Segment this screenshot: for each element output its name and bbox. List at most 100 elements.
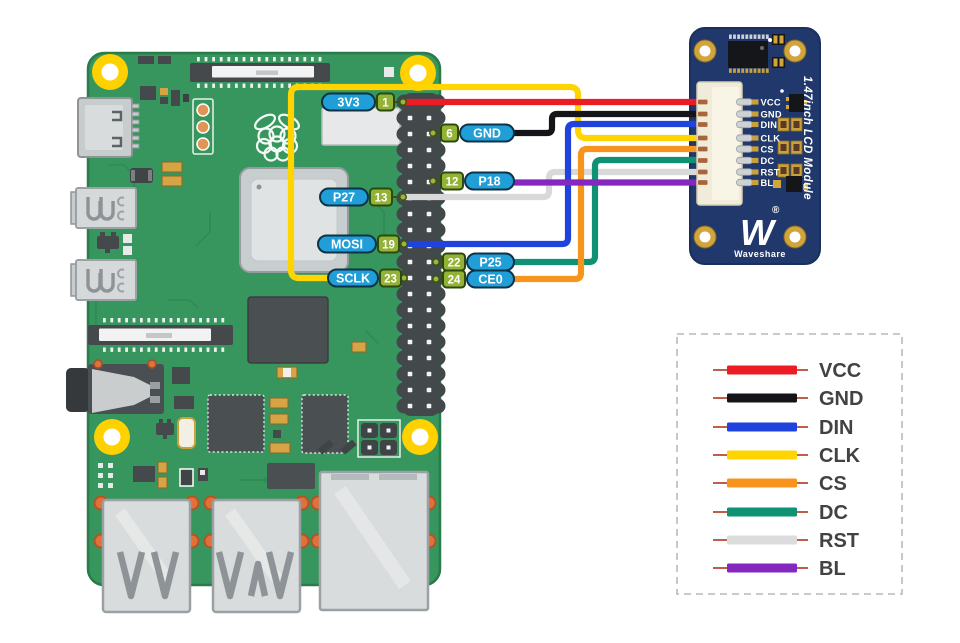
qfp-chip: [207, 394, 265, 453]
gpio-pin: [407, 259, 413, 265]
gpio-pin: [426, 291, 432, 297]
legend-swatch: [727, 535, 797, 545]
connector-pin: [273, 83, 276, 88]
transistor: [156, 419, 174, 439]
connector-pin: [177, 318, 180, 323]
gpio-label-mosi: MOSI 19: [317, 234, 408, 254]
gpio-pin: [407, 179, 413, 185]
connector-pin: [265, 83, 269, 88]
connector-pin: [191, 318, 195, 323]
crimp-pin: [698, 158, 708, 163]
gpio-pin: [407, 387, 413, 393]
gpio-pin: [407, 227, 413, 233]
resistor: [351, 341, 367, 353]
pi-mounting-holes: [92, 54, 438, 455]
smd-resistor-body: [793, 144, 800, 151]
crystal-oscillator: [177, 417, 196, 449]
legend-label: VCC: [819, 360, 861, 382]
lcd-pin-rod: [736, 98, 753, 106]
lcd-pin-rod: [736, 134, 753, 142]
silkscreen-dot: [780, 89, 784, 93]
gpio-labels: 3V3 1 P27 13 MOSI 19 SCLK 23: [317, 92, 515, 289]
connector-pin: [184, 347, 188, 352]
ic-chip: [174, 396, 194, 409]
gpio-pin: [426, 403, 432, 409]
smd-resistor-body: [780, 167, 787, 174]
connector-pin: [250, 83, 253, 88]
gpio-pin: [426, 147, 432, 153]
gpio-pin: [426, 339, 432, 345]
legend-label: DC: [819, 502, 848, 524]
lcd-module-title: 1.47inch LCD Module: [801, 76, 813, 200]
legend-label: RST: [819, 530, 859, 552]
connector-pin: [765, 68, 769, 73]
connector-pin: [749, 34, 753, 39]
usb-port-bottom-2: [211, 498, 302, 614]
smd-component: [158, 56, 171, 64]
gpio-pin: [426, 307, 432, 313]
connector-pin: [132, 347, 136, 352]
connector-pin: [295, 57, 299, 62]
lcd-pin-pad: [751, 111, 759, 117]
connector-pin: [117, 318, 121, 323]
svg-text:19: 19: [382, 240, 395, 252]
svg-text:P27: P27: [333, 191, 355, 205]
usb-port-left-1: [70, 187, 137, 229]
gpio-label-ce0: 24 CE0: [432, 269, 515, 289]
resistor: [161, 175, 183, 187]
connector-pin: [757, 34, 761, 39]
connector-pin: [212, 83, 215, 88]
connector-inner: [712, 87, 739, 200]
connector-pin: [318, 57, 322, 62]
connector-pin: [273, 57, 276, 62]
connector-pin: [280, 83, 284, 88]
lcd-pin-rod: [736, 178, 753, 187]
svg-text:3V3: 3V3: [337, 96, 359, 110]
svg-text:CE0: CE0: [478, 273, 502, 287]
raspberry-pi-board: [66, 51, 446, 614]
connector-pin: [288, 83, 291, 88]
connector-pin: [741, 34, 745, 39]
capacitor-gold: [276, 366, 298, 379]
connector-pin: [169, 318, 173, 323]
connector-pin: [132, 318, 136, 323]
gpio-label-p18: 12 P18: [429, 171, 515, 191]
smd-resistor-body: [780, 144, 787, 151]
connector-pin: [757, 68, 761, 73]
connector-pin: [242, 57, 246, 62]
mounting-hole-center: [103, 428, 121, 446]
jumper-block: [357, 419, 401, 458]
connector-pin: [154, 318, 158, 323]
connector-pin: [204, 83, 208, 88]
crimp-pin: [698, 169, 708, 175]
gpio-header-body: [402, 93, 440, 416]
gpio-pin: [426, 323, 432, 329]
connector-tab: [146, 333, 172, 338]
connector-pin: [197, 83, 200, 88]
lcd-pin-rod: [736, 168, 753, 176]
connector-pin: [227, 57, 231, 62]
smd-cluster: [269, 397, 291, 454]
qfp-chip: [301, 394, 349, 454]
lcd-pin-rod: [736, 120, 753, 129]
resistor: [161, 161, 183, 173]
lcd-pin-rod: [736, 145, 753, 153]
lcd-pin-pad: [751, 121, 759, 128]
svg-text:22: 22: [448, 258, 461, 270]
gpio-pin: [407, 131, 413, 137]
svg-text:13: 13: [375, 193, 388, 205]
connector-pin: [257, 83, 261, 88]
connector-pin: [265, 57, 269, 62]
connector-pin: [729, 34, 732, 39]
usb-port-bottom-1: [101, 498, 192, 614]
smd-pad: [384, 67, 394, 77]
svg-text:12: 12: [446, 177, 459, 189]
gpio-pin: [407, 339, 413, 345]
connector-pin: [103, 318, 106, 323]
smd-resistor-body: [793, 167, 800, 174]
waveshare-logo: W ® Waveshare: [734, 205, 785, 259]
connector-pin: [242, 83, 246, 88]
